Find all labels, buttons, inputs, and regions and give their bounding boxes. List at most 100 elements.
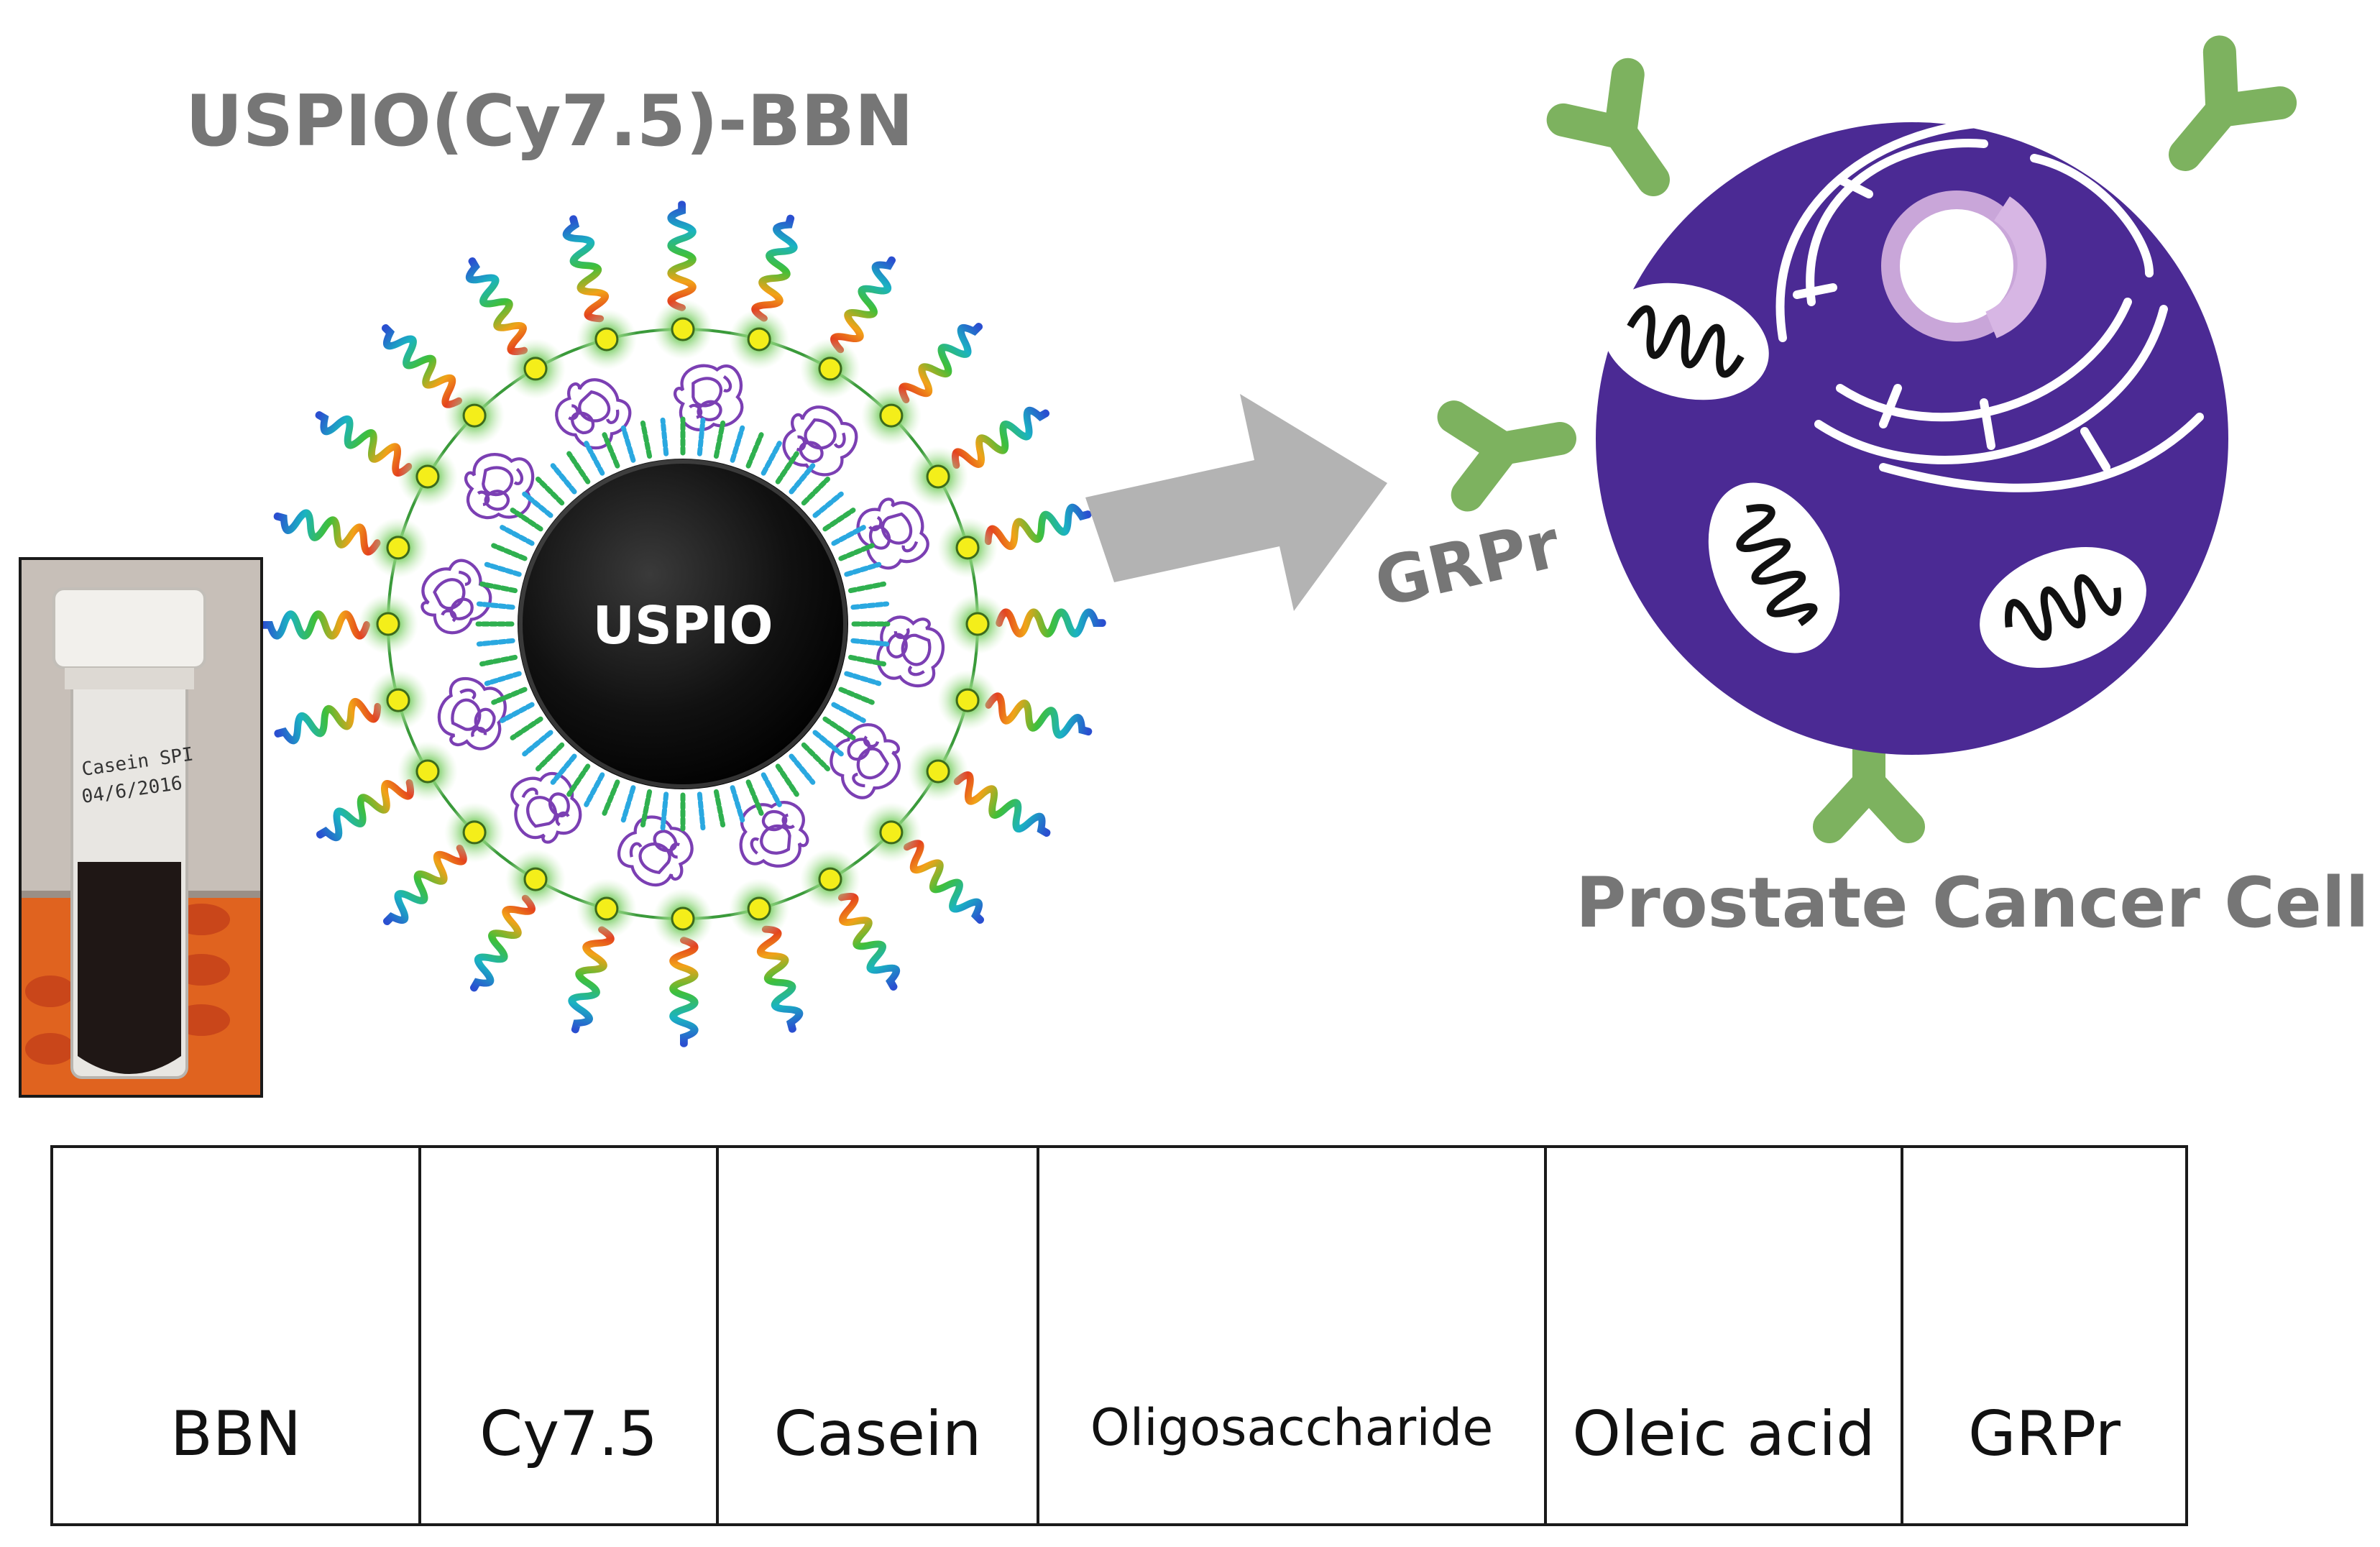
- cy75-dye: [386, 536, 410, 560]
- cy75-dye: [523, 867, 548, 891]
- cy75-dye: [955, 688, 980, 712]
- oleic-acid-strand: [789, 463, 816, 495]
- targeting-arrow: [1085, 394, 1387, 611]
- oleic-acid-strand: [620, 785, 636, 823]
- uspio-core-label: USPIO: [592, 595, 773, 656]
- oligosaccharide-strand: [535, 476, 565, 506]
- prostate-cancer-cell: [1454, 52, 2281, 827]
- bbn-peptide: [464, 893, 535, 993]
- oligosaccharide-strand: [602, 779, 620, 816]
- oleic-acid-strand: [812, 491, 844, 518]
- legend-label-oligosaccharide: Oligosaccharide: [1090, 1398, 1494, 1457]
- bbn-peptide: [832, 892, 903, 993]
- mitochondrion-3: [1980, 546, 2146, 669]
- oleic-acid-strand: [484, 671, 522, 687]
- oligosaccharide-strand: [745, 779, 764, 816]
- cy75-dye: [747, 896, 771, 921]
- oligosaccharide-strand: [838, 543, 875, 561]
- oleic-acid-strand: [831, 702, 866, 723]
- casein-molecule: [459, 450, 536, 525]
- oleic-acid-strand: [584, 772, 605, 807]
- oligosaccharide-strand: [602, 432, 620, 469]
- casein-molecule: [868, 607, 952, 692]
- oligosaccharide-strand: [838, 687, 875, 705]
- legend-item-casein: Casein: [719, 1148, 1039, 1523]
- oleic-acid-strand: [730, 425, 745, 463]
- cy75-dye: [386, 688, 410, 712]
- cy75-dye: [462, 820, 487, 845]
- oligosaccharide-strand: [822, 716, 856, 740]
- grpr-receptor-top-left: [1563, 75, 1686, 203]
- bbn-peptide: [313, 405, 414, 476]
- oleic-acid-strand: [789, 753, 816, 785]
- oleic-acid-strand: [844, 671, 882, 687]
- cy75-dye: [747, 327, 771, 352]
- oligosaccharide-strand: [640, 420, 653, 459]
- bbn-peptide: [952, 772, 1052, 843]
- oligosaccharide-strand: [847, 581, 887, 594]
- cy75-dye: [671, 317, 695, 341]
- oleic-acid-strand: [476, 638, 515, 647]
- oligosaccharide-strand: [510, 508, 543, 532]
- oligosaccharide-strand: [566, 451, 591, 485]
- cy75-dye: [376, 612, 400, 636]
- oligosaccharide-strand: [822, 508, 856, 532]
- oligosaccharide-strand: [775, 763, 799, 797]
- legend-label-oleic-acid: Oleic acid: [1572, 1398, 1875, 1470]
- oleic-acid-strand: [484, 561, 522, 577]
- cy75-dye: [415, 759, 440, 784]
- bbn-peptide: [755, 927, 803, 1032]
- oligosaccharide-strand: [510, 716, 543, 740]
- bbn-peptide: [275, 697, 380, 744]
- casein-molecule: [509, 769, 584, 847]
- legend-item-bbn: BBN: [53, 1148, 421, 1523]
- legend-label-bbn: BBN: [170, 1398, 302, 1470]
- oleic-acid-strand: [660, 417, 669, 456]
- oligosaccharide-strand: [640, 789, 653, 828]
- oligosaccharide-strand: [479, 654, 518, 667]
- oligosaccharide-strand: [801, 742, 831, 772]
- oleic-acid-strand: [850, 638, 890, 647]
- uspio-core-rim: [518, 459, 847, 789]
- cy75-dye: [926, 759, 950, 784]
- grpr-receptor-top-right: [2155, 52, 2280, 180]
- mitochondrion-2: [1708, 482, 1840, 653]
- oligosaccharide-strand: [713, 420, 726, 459]
- bbn-peptide: [951, 404, 1052, 474]
- grpr-receptor-left: [1454, 400, 1567, 495]
- cy75-dye: [462, 403, 487, 428]
- oligosaccharide-strand: [479, 581, 518, 594]
- bbn-peptide: [671, 204, 693, 308]
- cy75-dye: [415, 464, 440, 489]
- cy75-dye: [594, 327, 619, 352]
- bbn-peptide: [563, 216, 610, 321]
- bbn-peptide: [263, 615, 367, 636]
- casein-molecule: [738, 799, 811, 868]
- oleic-acid-strand: [761, 772, 782, 807]
- oligosaccharide-strand: [847, 654, 887, 667]
- oligosaccharide-strand: [491, 543, 528, 561]
- oleic-acid-strand: [697, 791, 706, 831]
- oleic-acid-strand: [500, 702, 535, 723]
- bbn-peptide: [463, 256, 533, 357]
- oligosaccharide-strand: [713, 789, 726, 828]
- oligosaccharide-strand: [775, 451, 799, 485]
- casein-molecule: [410, 554, 500, 642]
- legend-item-oligosaccharide: Oligosaccharide: [1039, 1148, 1547, 1523]
- bbn-peptide: [565, 927, 612, 1033]
- cy75-dye: [523, 357, 548, 381]
- oleic-acid-strand: [584, 441, 605, 476]
- oleic-acid-strand: [620, 425, 636, 463]
- bbn-peptide: [999, 612, 1103, 634]
- legend-item-cy75: Cy7.5: [421, 1148, 719, 1523]
- oleic-acid-strand: [660, 791, 669, 831]
- cy75-dye: [818, 357, 842, 381]
- oleic-acid-strand: [550, 463, 577, 495]
- oleic-acid-strand: [550, 753, 577, 785]
- oligosaccharide-strand: [566, 763, 591, 797]
- oligosaccharide-strand: [535, 742, 565, 772]
- oligosaccharide-strand: [801, 476, 831, 506]
- legend-label-cy75: Cy7.5: [479, 1398, 658, 1470]
- oleic-acid-strand: [522, 730, 553, 757]
- oligosaccharide-strand: [491, 687, 528, 705]
